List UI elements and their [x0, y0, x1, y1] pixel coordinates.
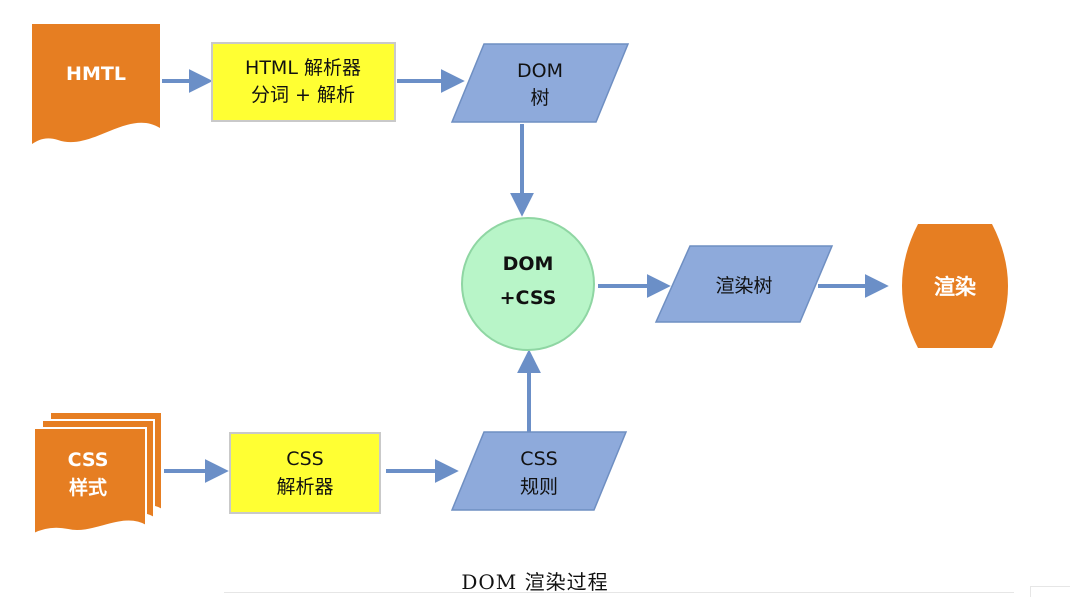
css-rules-node: CSS 规则: [450, 431, 628, 511]
label-line: 样式: [69, 476, 107, 499]
label-line: DOM: [503, 253, 554, 275]
render-tree-label: 渲染树: [715, 275, 772, 297]
label-line: 分词 + 解析: [251, 84, 355, 106]
css-rules-label: CSS 规则: [520, 448, 558, 498]
caption-divider: [224, 592, 1014, 593]
diagram-caption: DOM 渲染过程: [461, 570, 609, 594]
label-line: CSS: [520, 448, 557, 470]
css-parser-label: CSS 解析器: [276, 448, 333, 498]
dom-tree-label: DOM 树: [517, 60, 563, 109]
dom-css-node: DOM +CSS: [461, 217, 595, 351]
css-document-label: CSS 样式: [68, 449, 109, 499]
label-line: CSS: [68, 449, 109, 471]
css-parser-box: CSS 解析器: [229, 432, 381, 514]
dom-css-label: DOM +CSS: [500, 253, 557, 309]
label-line: 渲染: [934, 275, 976, 299]
html-document-label: HMTL: [66, 63, 126, 85]
label-line: +CSS: [500, 287, 557, 309]
label-line: 渲染树: [715, 275, 772, 297]
html-parser-box: HTML 解析器分词 + 解析: [211, 42, 396, 122]
render-tree-node: 渲染树: [654, 245, 834, 323]
render-label: 渲染: [934, 275, 976, 299]
label-line: HMTL: [66, 63, 126, 85]
label-line: 解析器: [276, 476, 333, 498]
corner-frame: [1030, 586, 1070, 597]
label-line: HTML 解析器: [245, 57, 361, 79]
arrows: [162, 69, 889, 483]
html-document: HMTL: [32, 24, 160, 144]
dom-tree-node: DOM 树: [450, 43, 630, 123]
label-line: CSS: [286, 448, 323, 470]
html-parser-label: HTML 解析器分词 + 解析: [245, 57, 361, 106]
css-document-stack: CSS 样式: [33, 411, 163, 536]
label-line: DOM: [517, 60, 563, 82]
render-node: 渲染: [902, 224, 1008, 348]
label-line: 树: [530, 87, 549, 109]
label-line: 规则: [520, 476, 558, 498]
